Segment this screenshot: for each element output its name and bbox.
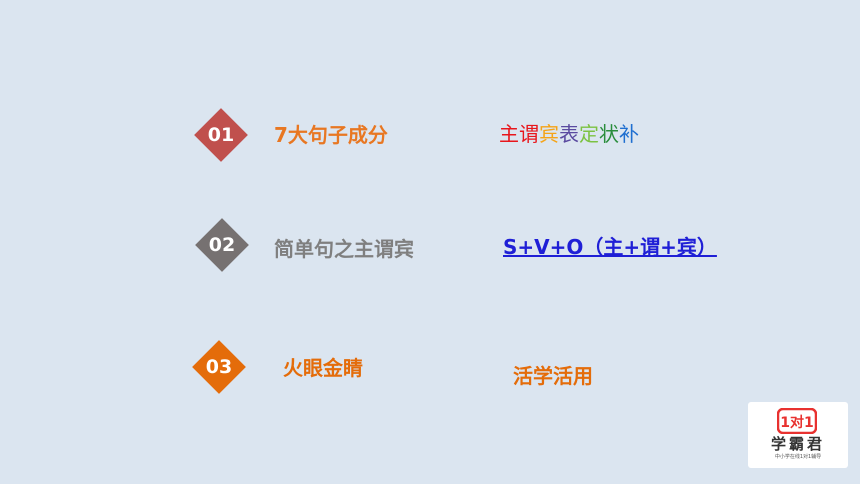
one-to-one-logo-icon: 1对1	[777, 408, 817, 434]
item-detail-01: 主谓宾表定状补	[499, 121, 639, 147]
badge-number-03: 03	[205, 356, 233, 378]
svo-formula-link[interactable]: S+V+O（主+谓+宾）	[503, 235, 717, 259]
logo-tagline: 中小学在线1对1辅导	[774, 454, 822, 460]
logo-mark-text: 1对1	[780, 414, 813, 431]
logo-name: 学霸君	[770, 435, 825, 453]
detail-char-biao: 表	[559, 122, 579, 146]
item-detail-03: 活学活用	[513, 364, 593, 388]
badge-number-01: 01	[207, 124, 235, 146]
detail-char-zhu: 主	[499, 122, 519, 146]
badge-number-02: 02	[208, 234, 236, 256]
item-title-03: 火眼金睛	[283, 356, 363, 380]
detail-char-ding: 定	[579, 122, 599, 146]
detail-char-bin: 宾	[539, 122, 559, 146]
item-title-02: 简单句之主谓宾	[274, 237, 414, 261]
detail-char-bu: 补	[619, 122, 639, 146]
detail-char-wei: 谓	[519, 122, 539, 146]
detail-char-zhuang: 状	[599, 122, 619, 146]
xuebajun-logo: 1对1 学霸君 中小学在线1对1辅导	[748, 402, 848, 468]
item-title-01: 7大句子成分	[274, 123, 388, 147]
